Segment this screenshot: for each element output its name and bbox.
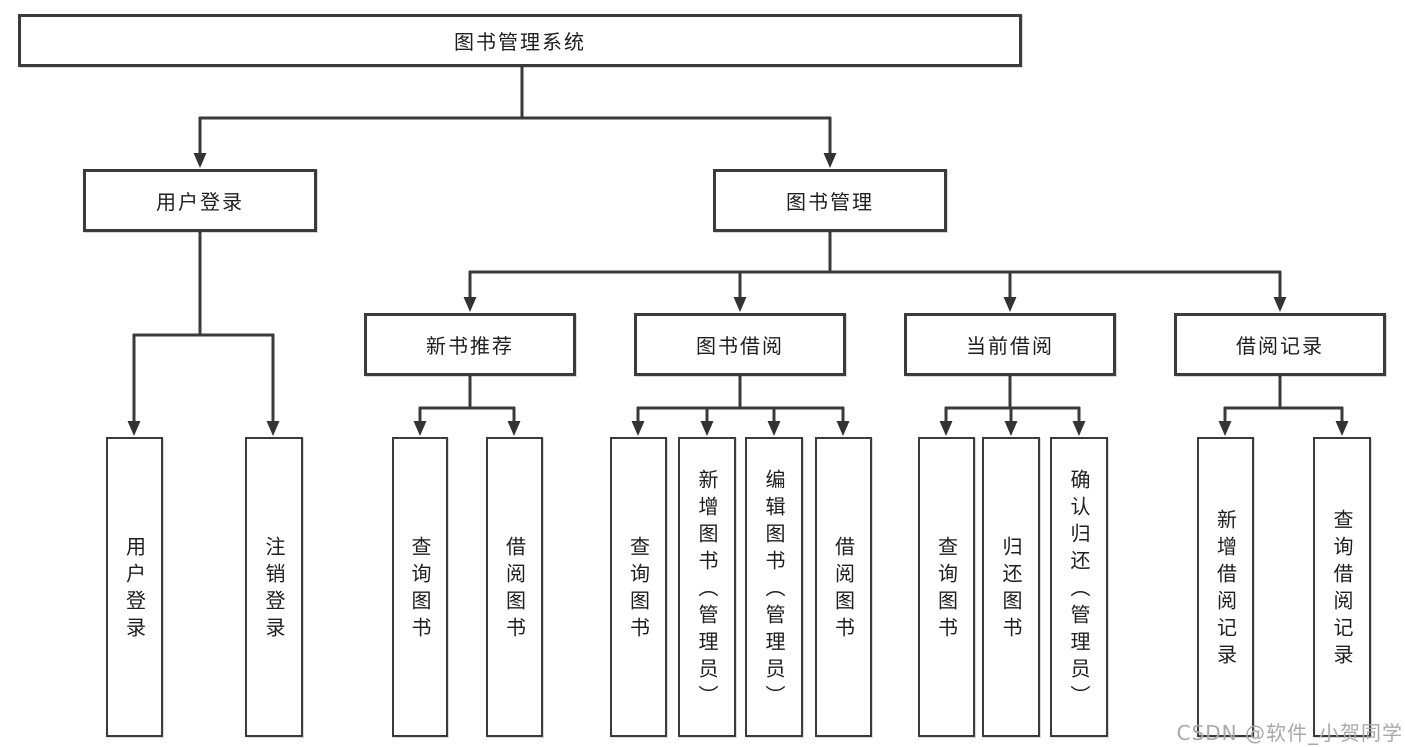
leaf-add-book-admin-label: 新增图书（管理员） xyxy=(695,468,719,712)
node-book-management: 图书管理 xyxy=(713,169,947,232)
leaf-query-borrow-record-label: 查询借阅记录 xyxy=(1330,509,1354,671)
leaf-query-book-2-label: 查询图书 xyxy=(626,536,651,644)
node-book-borrow: 图书借阅 xyxy=(634,313,846,376)
node-borrow-records-label: 借阅记录 xyxy=(1236,334,1324,358)
node-user-login: 用户登录 xyxy=(83,169,317,232)
leaf-return-book: 归还图书 xyxy=(982,437,1040,737)
watermark: CSDN @软件_小贺同学 xyxy=(1176,721,1403,745)
leaf-return-book-label: 归还图书 xyxy=(999,536,1023,644)
leaf-logout: 注销登录 xyxy=(245,437,303,737)
leaf-query-book-1: 查询图书 xyxy=(392,437,448,737)
node-root: 图书管理系统 xyxy=(18,14,1022,67)
leaf-query-borrow-record: 查询借阅记录 xyxy=(1313,437,1371,737)
leaf-add-borrow-record: 新增借阅记录 xyxy=(1197,437,1254,737)
node-new-book-recommend-label: 新书推荐 xyxy=(426,334,514,358)
node-user-login-label: 用户登录 xyxy=(156,190,244,214)
leaf-edit-book-admin-label: 编辑图书（管理员） xyxy=(762,468,786,712)
leaf-logout-label: 注销登录 xyxy=(262,536,286,644)
leaf-confirm-return-admin-label: 确认归还（管理员） xyxy=(1067,468,1091,712)
node-root-label: 图书管理系统 xyxy=(454,30,586,54)
node-current-borrow-label: 当前借阅 xyxy=(966,334,1054,358)
leaf-query-book-2: 查询图书 xyxy=(610,437,667,737)
leaf-borrow-book-2-label: 借阅图书 xyxy=(831,536,856,644)
leaf-edit-book-admin: 编辑图书（管理员） xyxy=(745,437,803,737)
node-current-borrow: 当前借阅 xyxy=(904,313,1116,376)
leaf-borrow-book-1-label: 借阅图书 xyxy=(502,536,527,644)
leaf-query-book-3-label: 查询图书 xyxy=(934,536,959,644)
leaf-borrow-book-1: 借阅图书 xyxy=(486,437,543,737)
leaf-query-book-3: 查询图书 xyxy=(918,437,975,737)
leaf-confirm-return-admin: 确认归还（管理员） xyxy=(1050,437,1108,737)
node-book-borrow-label: 图书借阅 xyxy=(696,334,784,358)
leaf-user-login-label: 用户登录 xyxy=(122,536,147,644)
leaf-borrow-book-2: 借阅图书 xyxy=(815,437,872,737)
leaf-query-book-1-label: 查询图书 xyxy=(408,536,432,644)
node-new-book-recommend: 新书推荐 xyxy=(364,313,576,376)
node-borrow-records: 借阅记录 xyxy=(1174,313,1386,376)
leaf-user-login: 用户登录 xyxy=(106,437,163,737)
leaf-add-book-admin: 新增图书（管理员） xyxy=(678,437,736,737)
leaf-add-borrow-record-label: 新增借阅记录 xyxy=(1213,509,1238,671)
node-book-management-label: 图书管理 xyxy=(786,190,874,214)
